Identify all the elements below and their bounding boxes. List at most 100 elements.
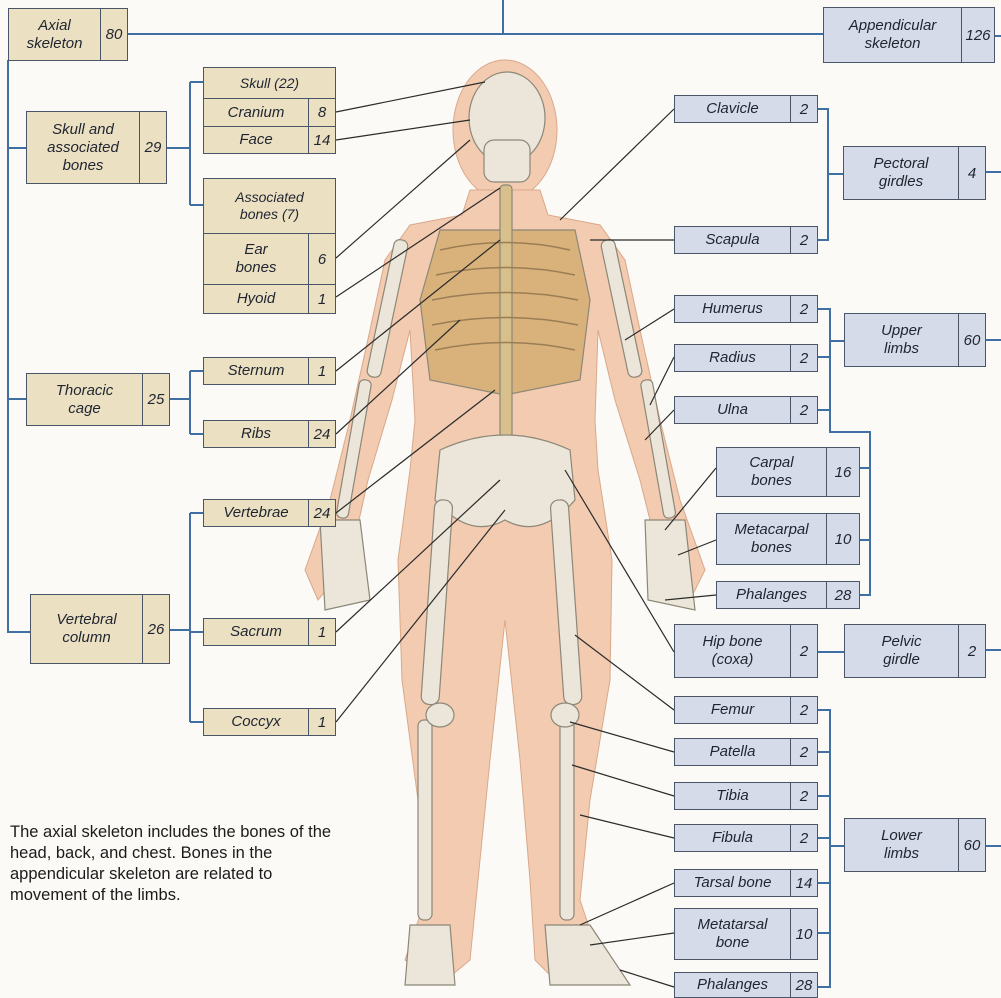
coccyx-label: Coccyx [231,713,281,730]
associated-bones-header: Associated bones (7) [235,189,304,222]
coccyx-box: Coccyx 1 [203,708,336,736]
vertebrae-box: Vertebrae 24 [203,499,336,527]
ulna-box: Ulna 2 [674,396,818,424]
face-count: 14 [308,127,335,153]
pectoral-girdles-count: 4 [958,147,985,199]
vertebral-column-box: Vertebral column 26 [30,594,170,664]
humerus-label: Humerus [702,300,763,317]
carpal-bones-count: 16 [826,448,859,496]
patella-label: Patella [709,743,756,760]
hip-bone-count: 2 [790,625,817,677]
foot-phalanges-label: Phalanges [697,976,768,993]
clavicle-label: Clavicle [706,100,759,117]
tarsal-bone-label: Tarsal bone [693,874,772,891]
femur-box: Femur 2 [674,696,818,724]
hip-bone-label: Hip bone (coxa) [702,633,763,668]
ear-bones-label: Ear bones [235,241,277,276]
ribs-label: Ribs [240,425,271,442]
tibia-count: 2 [790,783,817,809]
radius-label: Radius [709,349,756,366]
pelvic-girdle-label: Pelvic girdle [881,633,922,668]
hyoid-count: 1 [308,285,335,313]
carpal-bones-box: Carpal bones 16 [716,447,860,497]
cranium-label: Cranium [227,103,285,121]
skull-box: Skull (22) Cranium 8 Face 14 [203,67,336,154]
radius-box: Radius 2 [674,344,818,372]
vertebrae-count: 24 [308,500,335,526]
axial-skeleton-box: Axial skeleton 80 [8,8,128,61]
skull-header: Skull (22) [239,74,300,91]
pectoral-girdles-label: Pectoral girdles [873,155,929,190]
skull-group-box: Skull and associated bones 29 [26,111,167,184]
skull-group-count: 29 [139,112,166,183]
face-label: Face [239,131,273,148]
tibia-label: Tibia [716,787,749,804]
tibia-box: Tibia 2 [674,782,818,810]
humerus-box: Humerus 2 [674,295,818,323]
skull-group-label: Skull and associated bones [47,120,119,174]
carpal-bones-label: Carpal bones [749,454,794,489]
axial-skeleton-count: 80 [100,9,127,60]
metatarsal-bone-count: 10 [790,909,817,959]
femur-label: Femur [710,701,755,718]
lower-limbs-count: 60 [958,819,985,871]
humerus-count: 2 [790,296,817,322]
sacrum-count: 1 [308,619,335,645]
hyoid-label: Hyoid [236,290,276,307]
hip-bone-box: Hip bone (coxa) 2 [674,624,818,678]
sternum-label: Sternum [227,362,285,379]
appendicular-skeleton-label: Appendicular skeleton [848,17,937,52]
sternum-box: Sternum 1 [203,357,336,385]
hand-phalanges-count: 28 [826,582,859,608]
ribs-count: 24 [308,421,335,447]
vertebrae-label: Vertebrae [223,504,289,521]
fibula-label: Fibula [712,829,753,846]
scapula-box: Scapula 2 [674,226,818,254]
axial-skeleton-label: Axial skeleton [26,16,83,52]
tarsal-bone-count: 14 [790,870,817,896]
vertebral-column-count: 26 [142,595,169,663]
caption: The axial skeleton includes the bones of… [10,823,332,904]
vertebral-column-label: Vertebral column [56,611,117,646]
ribs-box: Ribs 24 [203,420,336,448]
ear-bones-count: 6 [308,234,335,284]
ulna-label: Ulna [717,401,748,418]
scapula-count: 2 [790,227,817,253]
metacarpal-bones-box: Metacarpal bones 10 [716,513,860,565]
sternum-count: 1 [308,358,335,384]
ribs-detail [431,241,579,351]
clavicle-box: Clavicle 2 [674,95,818,123]
pectoral-girdles-box: Pectoral girdles 4 [843,146,986,200]
thoracic-cage-label: Thoracic cage [55,381,114,417]
upper-limbs-box: Upper limbs 60 [844,313,986,367]
hand-phalanges-box: Phalanges 28 [716,581,860,609]
lower-limbs-label: Lower limbs [881,827,922,862]
sacrum-label: Sacrum [230,623,282,640]
foot-phalanges-count: 28 [790,973,817,997]
femur-count: 2 [790,697,817,723]
connector-lines [7,0,1001,988]
lower-limbs-box: Lower limbs 60 [844,818,986,872]
ulna-count: 2 [790,397,817,423]
metatarsal-bone-label: Metatarsal bone [697,916,768,951]
patella-count: 2 [790,739,817,765]
pointer-lines [335,81,717,988]
thoracic-cage-count: 25 [142,374,169,425]
fibula-box: Fibula 2 [674,824,818,852]
upper-limbs-label: Upper limbs [881,322,922,357]
patella-box: Patella 2 [674,738,818,766]
appendicular-skeleton-count: 126 [961,8,994,62]
appendicular-skeleton-box: Appendicular skeleton 126 [823,7,995,63]
clavicle-count: 2 [790,96,817,122]
upper-limbs-count: 60 [958,314,985,366]
fibula-count: 2 [790,825,817,851]
associated-bones-box: Associated bones (7) Ear bones 6 Hyoid 1 [203,178,336,314]
pelvic-girdle-count: 2 [958,625,985,677]
metatarsal-bone-box: Metatarsal bone 10 [674,908,818,960]
metacarpal-bones-count: 10 [826,514,859,564]
hand-phalanges-label: Phalanges [736,586,807,603]
tarsal-bone-box: Tarsal bone 14 [674,869,818,897]
scapula-label: Scapula [705,231,760,248]
cranium-count: 8 [308,99,335,126]
